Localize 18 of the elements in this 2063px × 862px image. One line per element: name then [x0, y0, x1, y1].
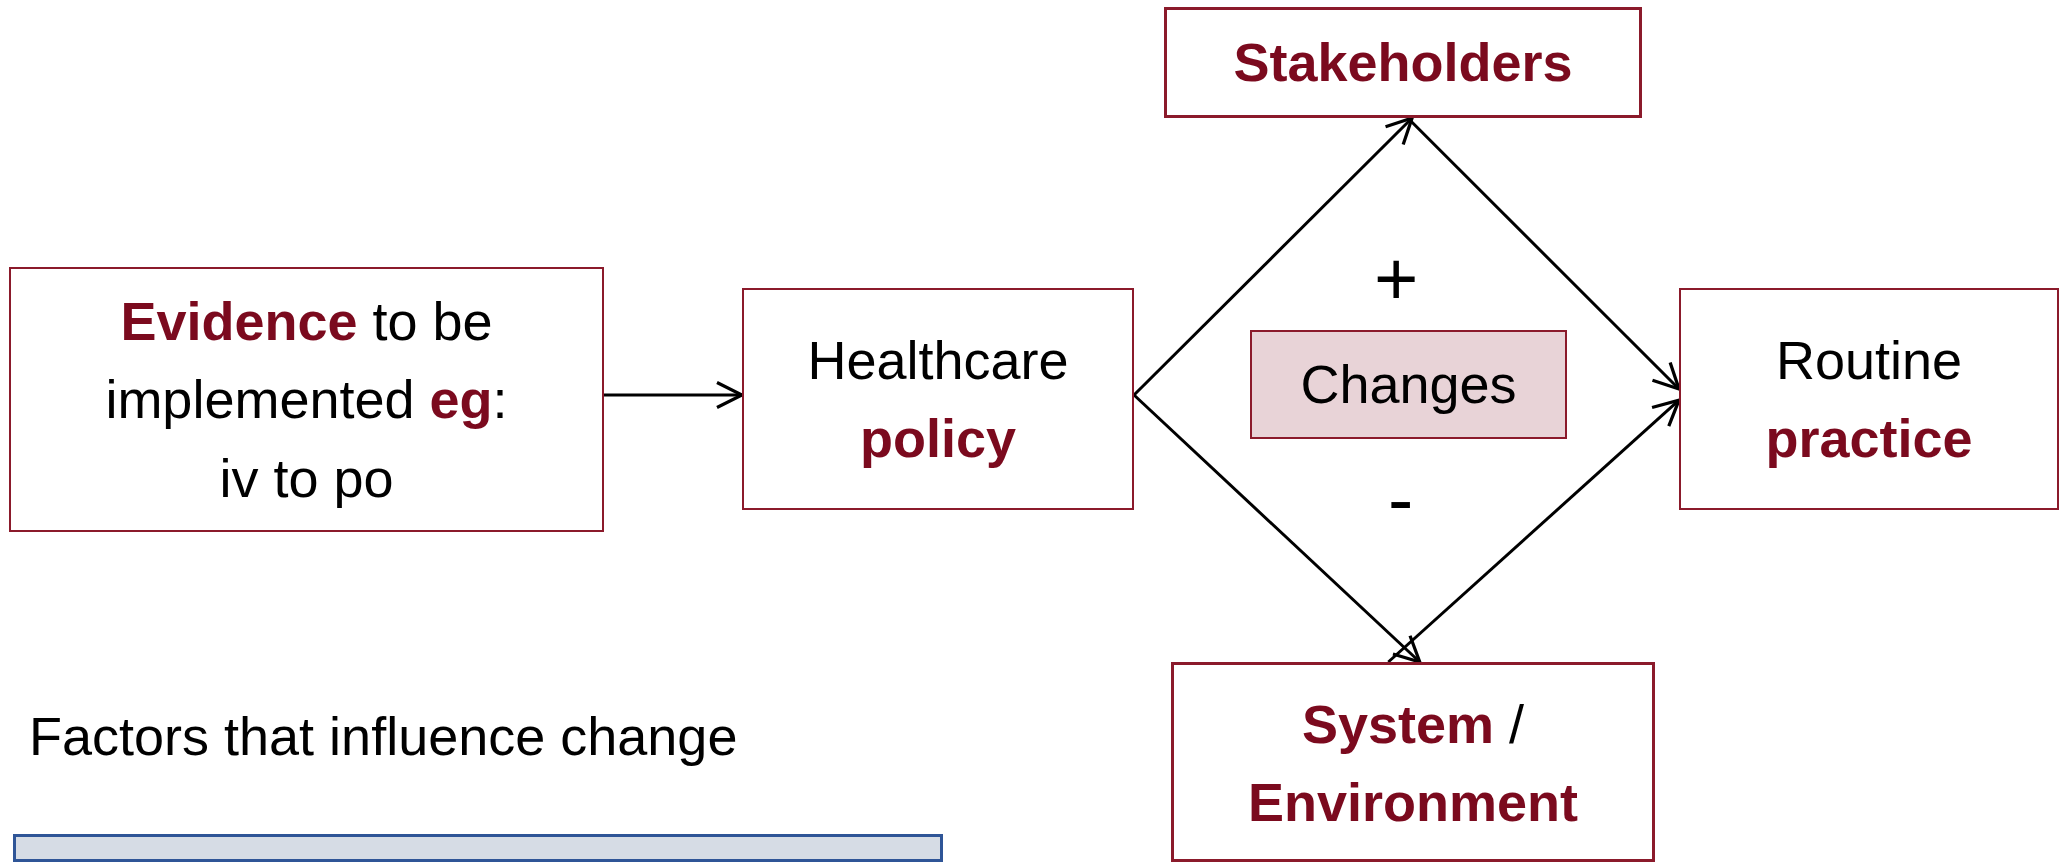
process-box	[742, 288, 1134, 510]
box-text: System / Environment	[1246, 693, 1579, 835]
box-text: Healthcare policy	[806, 328, 1070, 470]
arrow	[604, 380, 744, 410]
process-box	[1164, 7, 1642, 118]
process-box	[9, 267, 604, 532]
arrow	[1387, 398, 1681, 664]
process-box	[1171, 662, 1655, 862]
box-text: Evidence to be implemented eg: iv to po	[104, 290, 509, 510]
highlight-box	[1250, 330, 1567, 439]
box-shape	[13, 834, 943, 862]
box-text: Changes	[1300, 353, 1517, 417]
sign-label: +	[1374, 235, 1419, 322]
box-text: Stakeholders	[1233, 31, 1573, 95]
section-heading: Factors that influence change	[29, 705, 738, 767]
process-box	[1679, 288, 2059, 510]
sign-label: -	[1388, 455, 1414, 542]
box-text: Routine practice	[1764, 328, 1974, 470]
